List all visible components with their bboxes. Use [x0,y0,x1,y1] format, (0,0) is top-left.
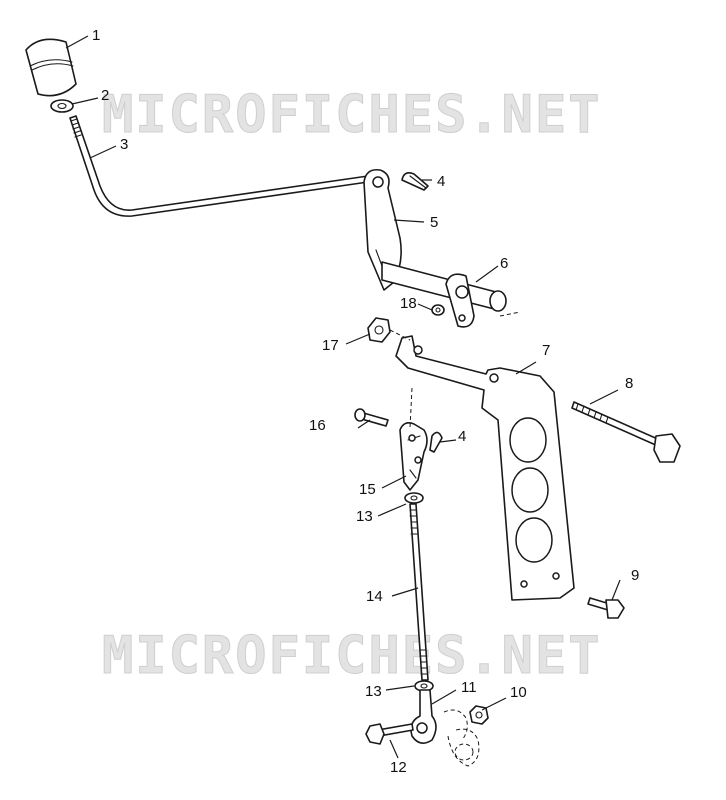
callout-4-lower: 4 [458,428,466,445]
part-pivot-shaft [381,261,507,328]
callout-3: 3 [120,136,128,153]
phantom-linkage [389,311,521,767]
callout-8: 8 [625,375,633,392]
callout-10: 10 [510,684,527,701]
callout-13-lower: 13 [365,683,382,700]
callout-17: 17 [322,337,339,354]
part-nut-13-upper [404,492,424,504]
part-shift-knob [25,38,77,97]
part-washer-18 [431,304,445,316]
part-clevis-pin [354,408,389,427]
callout-11: 11 [461,679,477,696]
part-bolt-12 [365,723,414,745]
leader-lines [65,35,621,759]
part-nut-13-lower [414,680,434,692]
callout-6: 6 [500,255,508,272]
callout-16: 16 [309,417,326,434]
part-threaded-rod [409,503,429,681]
callout-9: 9 [631,567,639,584]
part-cotter-pin-lower [429,431,443,453]
watermark-top: MICROFICHES.NET [102,85,602,145]
part-lock-nut [469,705,489,725]
callout-7: 7 [542,342,550,359]
part-long-bolt [571,401,681,463]
callout-4-upper: 4 [437,173,445,190]
part-clevis [399,422,428,491]
callout-5: 5 [430,214,438,231]
part-mounting-bracket [395,335,575,601]
callout-15: 15 [359,481,376,498]
callout-18: 18 [400,295,417,312]
callout-13-upper: 13 [356,508,373,525]
callout-12: 12 [390,759,407,776]
callout-14: 14 [366,588,383,605]
part-nut-2 [50,99,74,113]
watermark-bottom: MICROFICHES.NET [102,626,602,686]
callout-labels: 1 2 3 4 5 6 7 8 9 10 11 12 13 13 14 15 1… [92,27,639,776]
callout-2: 2 [101,87,109,104]
part-nut-17 [367,317,391,343]
callout-1: 1 [92,27,100,44]
part-small-bolt [587,597,625,619]
part-rod-end [410,689,437,744]
part-cotter-pin-upper [401,172,429,191]
